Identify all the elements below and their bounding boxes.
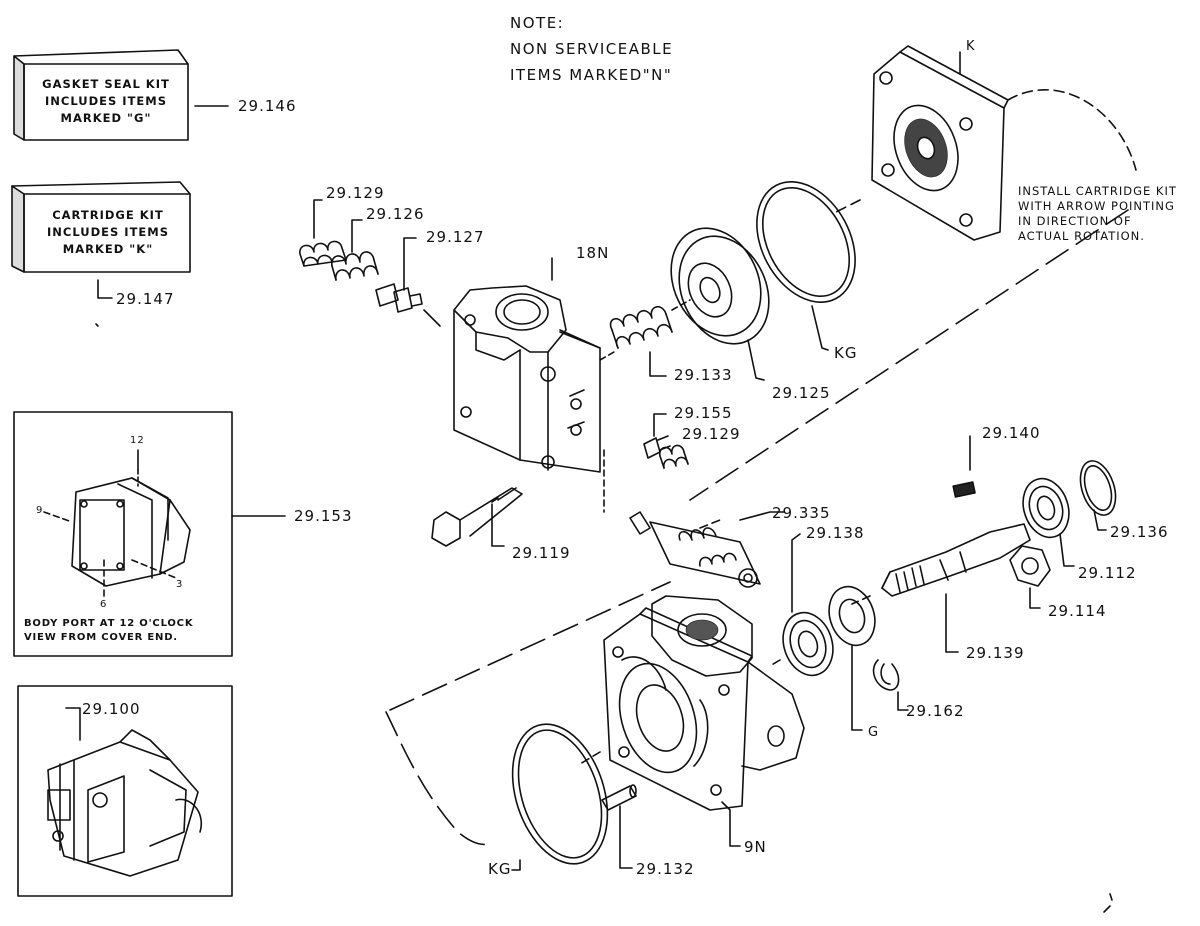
callout-29-139: 29.139	[966, 644, 1025, 662]
callout-29-132: 29.132	[636, 860, 695, 878]
callout-29-129-mid: 29.129	[682, 425, 741, 443]
o-ring-kg-bottom	[511, 723, 609, 871]
dowel-pin-132	[601, 784, 637, 869]
gasket-kit-part-number: 29.146	[238, 97, 297, 115]
install-note-line-3: IN DIRECTION OF	[1018, 214, 1132, 228]
gasket-kit-label: GASKET SEAL KIT INCLUDES ITEMS MARKED "G…	[28, 76, 184, 127]
plug-155	[643, 413, 671, 459]
callout-29-126: 29.126	[366, 205, 425, 223]
callout-29-335: 29.335	[772, 504, 831, 522]
callout-g: G	[868, 725, 880, 740]
callout-kg-bottom: KG	[488, 860, 512, 878]
gasket-kit-line-1: GASKET SEAL KIT	[42, 77, 170, 91]
callout-29-127: 29.127	[426, 228, 485, 246]
callout-29-119: 29.119	[512, 544, 571, 562]
port-view-caption: BODY PORT AT 12 O'CLOCK VIEW FROM COVER …	[24, 617, 193, 645]
assembly-part-number: 29.100	[82, 700, 141, 718]
note-line-3: ITEMS MARKED"N"	[510, 66, 673, 84]
pressure-plate-125	[670, 227, 770, 381]
install-note-line-1: INSTALL CARTRIDGE KIT	[1018, 184, 1177, 198]
spring-129	[299, 199, 347, 267]
assembled-pump-view	[17, 685, 233, 897]
non-serviceable-note: NOTE: NON SERVICEABLE ITEMS MARKED"N"	[510, 10, 673, 88]
callout-29-136: 29.136	[1110, 523, 1169, 541]
install-note-line-4: ACTUAL ROTATION.	[1018, 229, 1145, 243]
cartridge-kit-box-icon	[11, 181, 191, 299]
callout-29-125: 29.125	[772, 384, 831, 402]
bearing-138	[769, 533, 834, 677]
callout-9n: 9N	[744, 838, 767, 856]
spring-126	[331, 219, 379, 281]
cartridge-kit-line-1: CARTRIDGE KIT	[52, 208, 164, 222]
cartridge-kit-part-number: 29.147	[116, 290, 175, 308]
callout-29-112: 29.112	[1078, 564, 1137, 582]
valve-spool-335	[629, 511, 785, 588]
nut-114	[1009, 545, 1051, 609]
cartridge-kit-line-3: MARKED "K"	[62, 242, 154, 256]
install-cartridge-note: INSTALL CARTRIDGE KIT WITH ARROW POINTIN…	[1018, 184, 1177, 244]
port-view-caption-2: VIEW FROM COVER END.	[24, 632, 178, 643]
retaining-ring-136	[1079, 460, 1117, 531]
callout-29-114: 29.114	[1048, 602, 1107, 620]
cartridge-kit-line-2: INCLUDES ITEMS	[47, 225, 169, 239]
callout-29-155: 29.155	[674, 404, 733, 422]
cartridge-kit-label: CARTRIDGE KIT INCLUDES ITEMS MARKED "K"	[28, 207, 188, 258]
install-note-line-2: WITH ARROW POINTING	[1018, 199, 1175, 213]
gasket-kit-line-2: INCLUDES ITEMS	[45, 94, 167, 108]
clock-9-label: 9	[36, 505, 44, 516]
key-140	[952, 435, 976, 498]
gasket-kit-box-icon	[13, 49, 229, 141]
callout-k: K	[966, 39, 976, 54]
valve-body-18n	[453, 257, 615, 513]
o-ring-kg-top	[756, 181, 856, 351]
bolt-119	[431, 487, 523, 547]
pump-body-9n	[579, 595, 805, 847]
spring-133	[609, 299, 691, 377]
callout-kg-top: KG	[834, 344, 858, 362]
shaft-139	[851, 523, 1031, 653]
clock-12-label: 12	[130, 435, 145, 446]
retaining-ring-162	[872, 659, 909, 711]
callout-18n: 18N	[576, 244, 610, 262]
bearing-112	[1022, 477, 1075, 567]
clock-3-label: 3	[176, 579, 184, 590]
spring-129b	[659, 444, 689, 469]
callout-29-129-top: 29.129	[326, 184, 385, 202]
plug-127	[375, 237, 441, 327]
seal-g	[828, 585, 876, 731]
callout-29-133: 29.133	[674, 366, 733, 384]
port-view-caption-1: BODY PORT AT 12 O'CLOCK	[24, 618, 194, 629]
clock-6-label: 6	[100, 599, 108, 610]
cartridge-cover-k	[831, 45, 1009, 241]
note-line-1: NOTE:	[510, 14, 565, 32]
note-line-2: NON SERVICEABLE	[510, 40, 674, 58]
gasket-kit-line-3: MARKED "G"	[60, 111, 152, 125]
port-view-part-number: 29.153	[294, 507, 353, 525]
port-orientation-view	[13, 411, 286, 657]
callout-29-140: 29.140	[982, 424, 1041, 442]
callout-29-162: 29.162	[906, 702, 965, 720]
callout-29-138: 29.138	[806, 524, 865, 542]
